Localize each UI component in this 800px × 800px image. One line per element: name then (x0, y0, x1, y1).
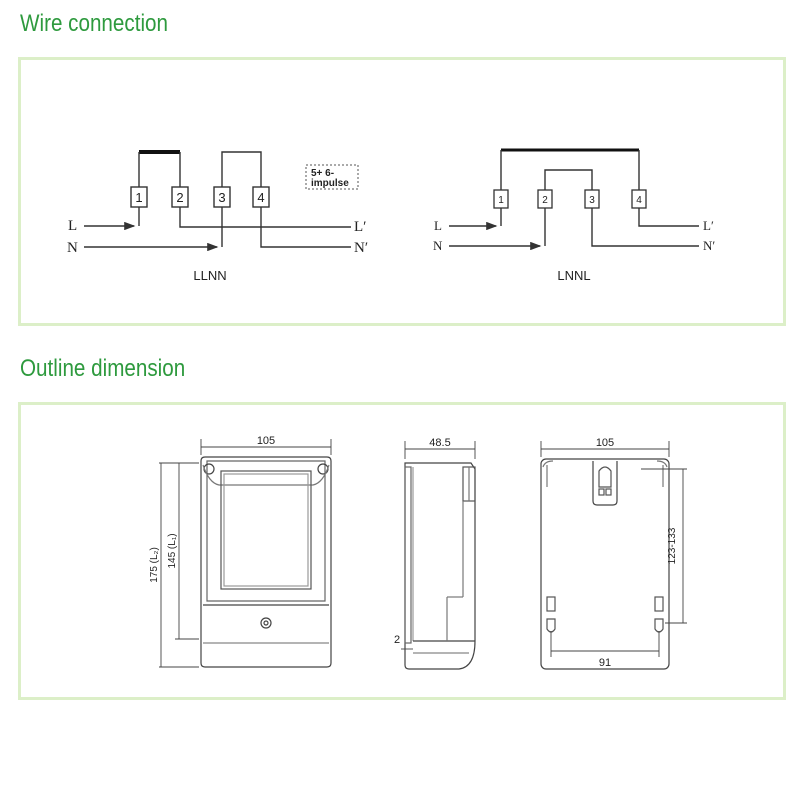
back-width-label: 105 (596, 437, 614, 449)
llnn-input-n-label: N (67, 240, 78, 256)
llnn-terminal-4-label: 4 (257, 190, 264, 205)
llnn-l-output-line (179, 207, 351, 228)
llnn-caption: LLNN (193, 268, 226, 283)
llnn-terminal-3-label: 3 (218, 190, 225, 205)
lnnl-terminal-3 (584, 189, 600, 209)
llnn-diagram (84, 150, 351, 252)
wire-connection-panel: 1 2 3 4 L N L′ N′ LLNN 5+ 6- impulse (18, 57, 786, 326)
llnn-terminal-1-label: 1 (135, 190, 142, 205)
lnnl-terminal-1 (493, 189, 509, 209)
back-mount-hole-right (654, 618, 664, 633)
front-dimensions (159, 439, 332, 668)
lnnl-bridge-2-3 (544, 169, 593, 190)
lnnl-terminal-1-label: 1 (498, 195, 504, 206)
lnnl-terminals: 1 2 3 4 (493, 189, 647, 209)
llnn-bridge-3-4 (221, 151, 262, 187)
front-display-window-inner (223, 473, 309, 587)
back-slot-right (654, 596, 664, 612)
front-seal-screw-center (263, 620, 269, 626)
lnnl-output-l-label: L′ (703, 218, 714, 233)
front-seal-screw (260, 617, 272, 629)
impulse-label-line1: 5+ 6- (311, 168, 334, 179)
side-gap-label: 2 (394, 634, 400, 646)
lnnl-input-n-label: N (433, 238, 443, 253)
impulse-label: 5+ 6- impulse (305, 164, 359, 190)
back-body-outline (540, 458, 670, 670)
lnnl-output-n-label: N′ (703, 238, 715, 253)
back-hanging-hook (592, 461, 618, 506)
lnnl-input-l-label: L (434, 218, 442, 233)
back-mount-width-label: 91 (599, 657, 611, 669)
outline-dimension-diagram: 105 175 (L₂) 145 (L₁) 48.5 2 (149, 435, 687, 670)
outline-dimension-title: Outline dimension (20, 355, 186, 382)
front-height-total-label: 175 (L₂) (149, 547, 160, 583)
back-mount-hole-left (546, 618, 556, 633)
lnnl-n-output-line (591, 208, 699, 247)
wire-connection-diagram: 1 2 3 4 L N L′ N′ LLNN 5+ 6- impulse (67, 148, 715, 283)
llnn-terminal-2-label: 2 (176, 190, 183, 205)
lnnl-caption: LNNL (557, 268, 590, 283)
front-height-body-label: 145 (L₁) (167, 533, 178, 568)
llnn-terminal-1 (130, 186, 148, 208)
back-slot-left (546, 596, 556, 612)
outline-dimension-panel: 105 175 (L₂) 145 (L₁) 48.5 2 (18, 402, 786, 700)
side-depth-label: 48.5 (429, 437, 450, 449)
llnn-terminal-2 (171, 186, 189, 208)
lnnl-terminal-4-label: 4 (636, 195, 642, 206)
llnn-terminal-3 (213, 186, 231, 208)
llnn-terminals: 1 2 3 4 (130, 186, 270, 208)
lnnl-terminal-4 (631, 189, 647, 209)
side-view (404, 462, 476, 670)
side-dimensions (401, 441, 476, 657)
front-view (200, 456, 332, 668)
back-hook-slot (598, 466, 612, 488)
back-mount-height-label: 123-133 (667, 527, 678, 564)
front-cover (206, 460, 326, 602)
lnnl-diagram (449, 148, 699, 251)
side-back-plate (404, 466, 412, 644)
llnn-input-l-label: L (68, 218, 77, 234)
lnnl-terminal-2-label: 2 (542, 195, 548, 206)
lnnl-l-output-line (638, 208, 699, 227)
front-top-curve (202, 464, 330, 486)
lnnl-terminal-2 (537, 189, 553, 209)
llnn-n-output-line (260, 207, 351, 248)
back-dimensions (540, 441, 687, 657)
front-width-label: 105 (257, 435, 275, 447)
llnn-terminal-4 (252, 186, 270, 208)
lnnl-terminal-3-label: 3 (589, 195, 595, 206)
llnn-output-n-label: N′ (354, 240, 368, 256)
front-display-window (220, 470, 312, 590)
front-body-outline (200, 456, 332, 668)
impulse-label-line2: impulse (311, 178, 349, 189)
llnn-output-l-label: L′ (354, 219, 366, 235)
side-body-outline (404, 462, 476, 670)
wire-connection-title: Wire connection (20, 10, 168, 37)
back-view (540, 458, 670, 670)
